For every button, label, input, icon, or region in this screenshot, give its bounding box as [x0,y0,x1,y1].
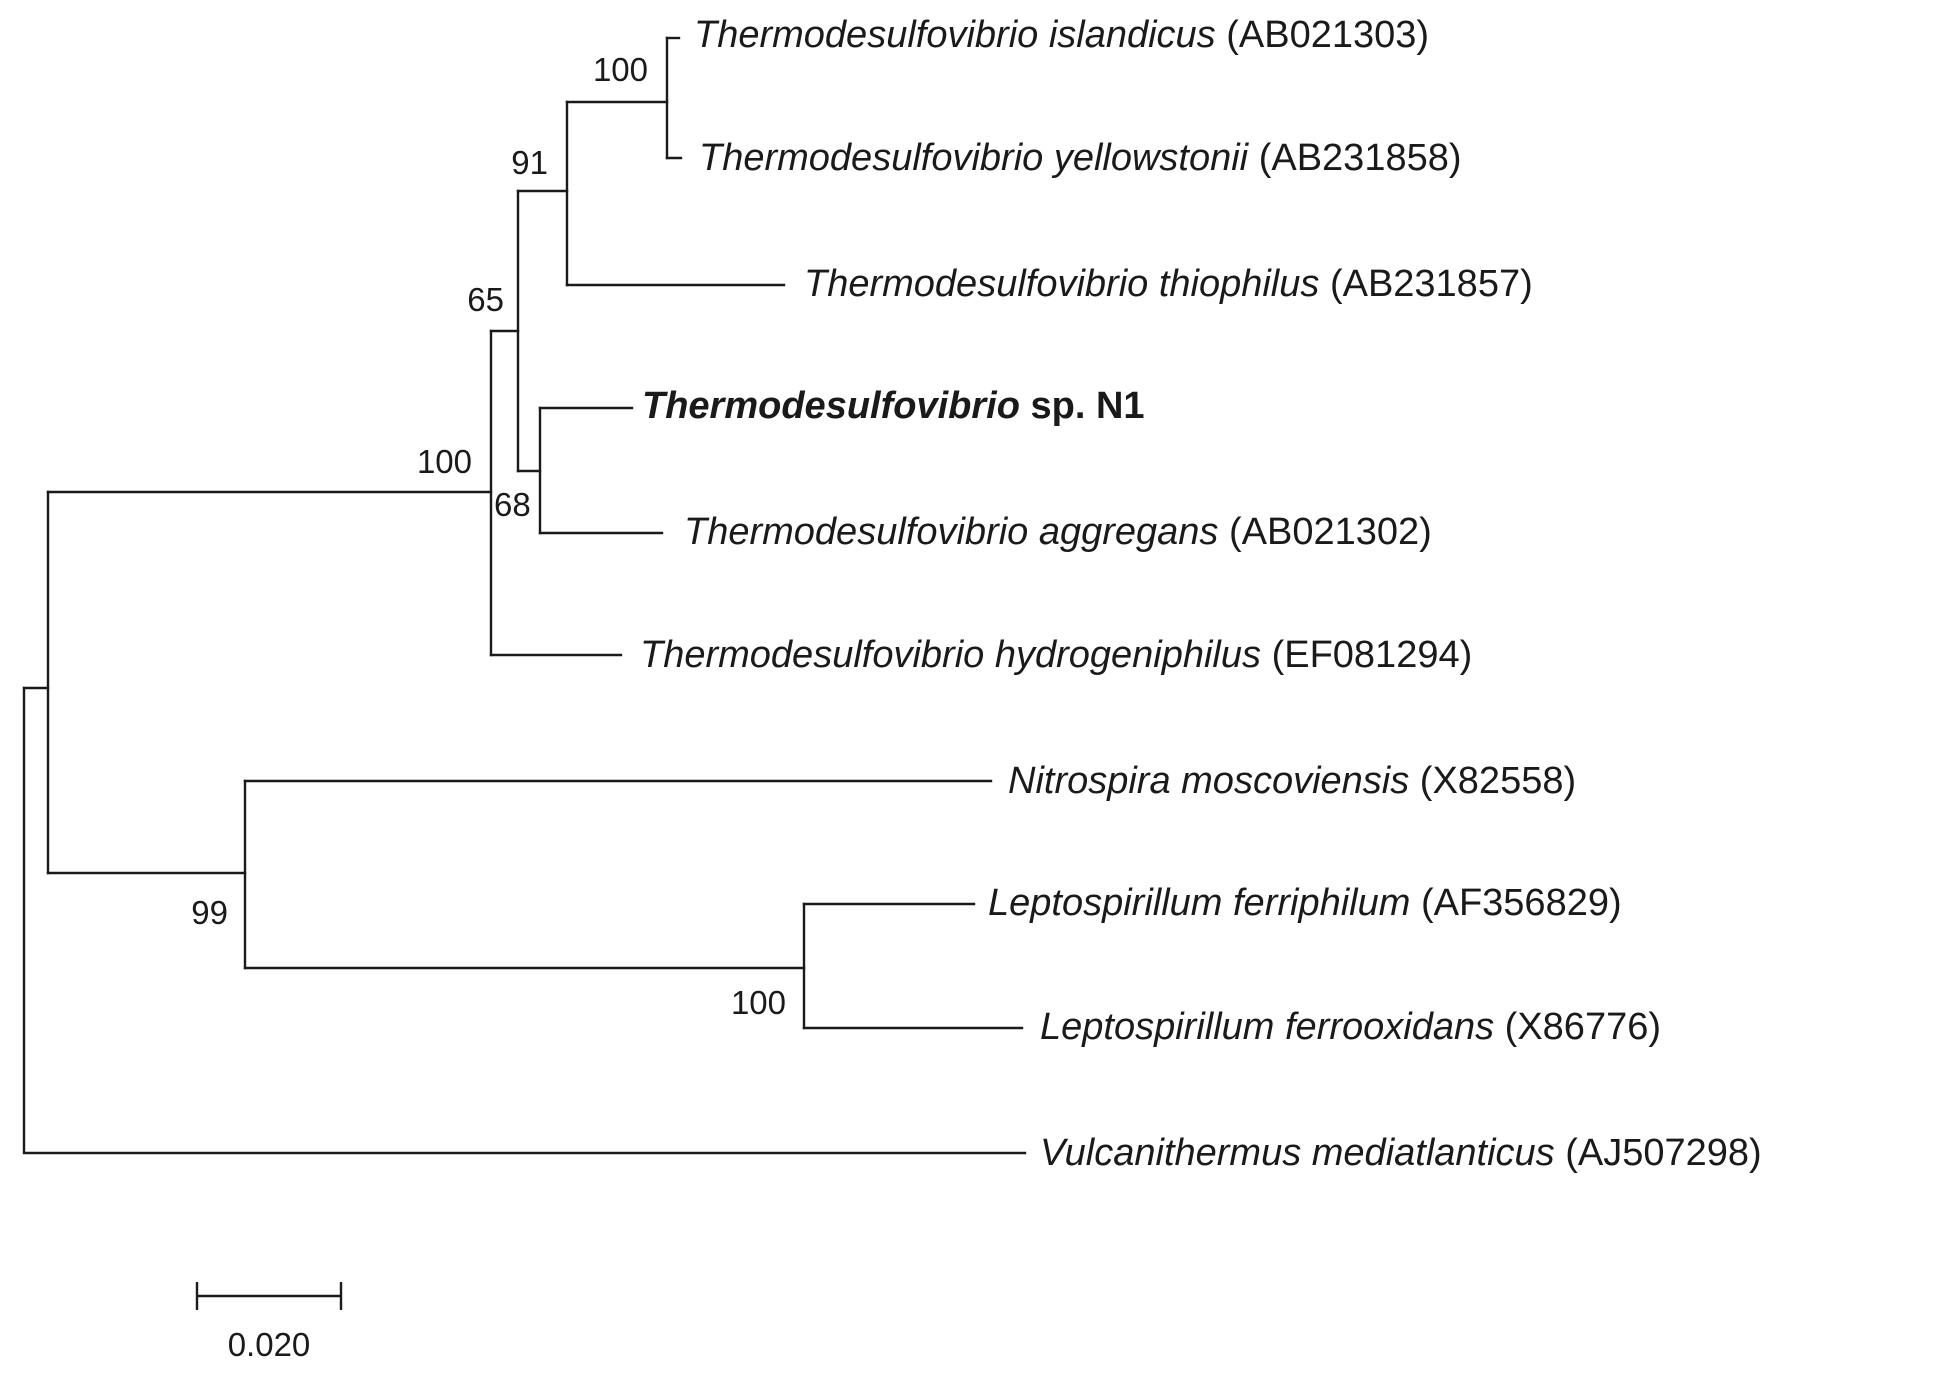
scale-bar-line [195,1282,343,1310]
taxon-label: Leptospirillum ferriphilum (AF356829) [988,882,1622,924]
taxon-label: Thermodesulfovibrio islandicus (AB021303… [694,14,1429,56]
scale-bar: 0.020 [195,1282,343,1363]
branch-root [22,686,1027,1155]
bootstrap-value: 100 [417,443,472,480]
taxon-label: Thermodesulfovibrio thiophilus (AB231857… [804,263,1533,305]
taxon-label: Vulcanithermus mediatlanticus (AJ507298) [1040,1132,1762,1174]
bootstrap-value: 100 [731,984,786,1021]
bootstrap-value: 65 [467,281,504,318]
bootstrap-value: 68 [494,486,531,523]
taxon-label-highlighted: Thermodesulfovibrio sp. N1 [642,385,1145,427]
bootstrap-value: 99 [191,894,228,931]
bootstrap-value: 100 [593,51,648,88]
taxon-labels: Thermodesulfovibrio islandicus (AB021303… [640,14,1762,1174]
bootstrap-value: 91 [511,144,548,181]
bootstrap-values: 100 91 65 68 100 99 100 [191,51,786,1021]
taxon-label: Leptospirillum ferrooxidans (X86776) [1040,1006,1661,1048]
taxon-label: Nitrospira moscoviensis (X82558) [1008,760,1576,802]
taxon-label: Thermodesulfovibrio yellowstonii (AB2318… [699,137,1462,179]
taxon-label: Thermodesulfovibrio aggregans (AB021302) [684,511,1432,553]
tree-branches [22,36,1027,1155]
taxon-label: Thermodesulfovibrio hydrogeniphilus (EF0… [640,634,1472,676]
scale-bar-label: 0.020 [228,1326,311,1363]
